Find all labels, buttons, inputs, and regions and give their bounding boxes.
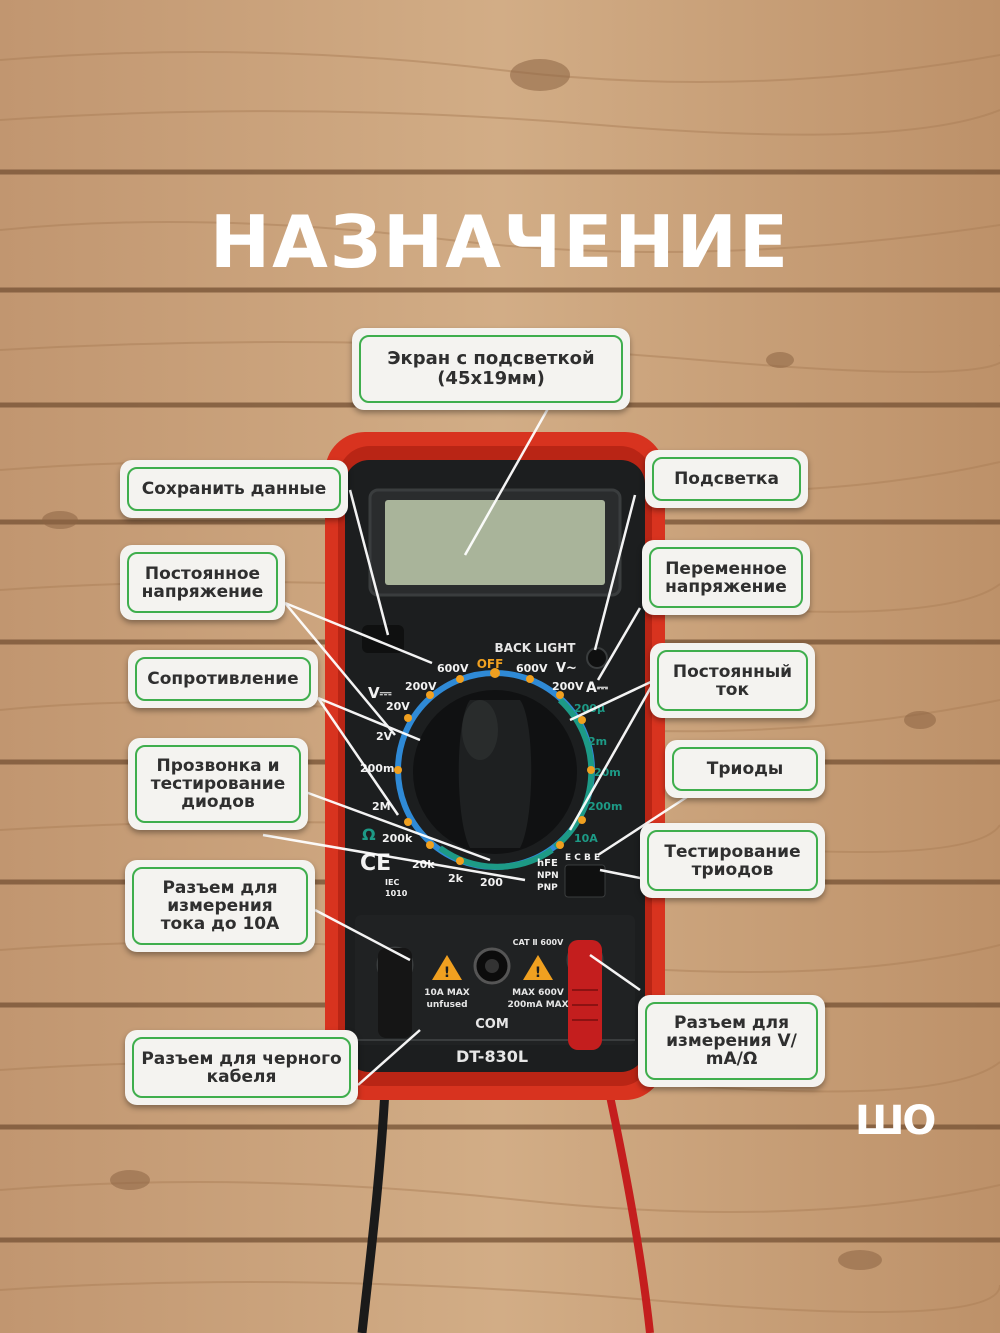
left-port-text-2: unfused bbox=[426, 1000, 467, 1010]
dial-left-2m: 2M bbox=[372, 800, 391, 813]
mode-v-ac: V~ bbox=[556, 661, 577, 676]
black-lead-cable bbox=[357, 1089, 390, 1333]
dial-left-200k: 200k bbox=[382, 832, 413, 845]
dial-left-200v: 200V bbox=[405, 680, 437, 693]
label-backlight: Подсветка bbox=[645, 450, 808, 508]
dial-right-200v: 200V bbox=[552, 680, 584, 693]
label-dc-current: Постоянный ток bbox=[650, 643, 815, 718]
right-port-text-1: MAX 600V bbox=[512, 988, 564, 998]
svg-text:1010: 1010 bbox=[385, 889, 408, 898]
label-triode-test: Тестирование триодов bbox=[640, 823, 825, 898]
backlight-text: BACK LIGHT bbox=[495, 641, 577, 655]
dial-right-200m: 200m bbox=[588, 800, 622, 813]
ebce-text: E C B E bbox=[565, 853, 600, 863]
iec-text: IEC bbox=[385, 878, 399, 887]
left-port-text-1: 10A MAX bbox=[424, 988, 470, 998]
dial-left-2v: 2V bbox=[376, 730, 393, 743]
cat-text: CAT Ⅱ 600V bbox=[513, 938, 564, 947]
label-socket-black: Разъем для черного кабеля bbox=[125, 1030, 358, 1105]
dial-right-10a: 10A bbox=[574, 832, 598, 845]
svg-text:!: ! bbox=[444, 965, 450, 981]
brand-logo: ШО bbox=[855, 1098, 936, 1144]
label-resistance: Сопротивление bbox=[128, 650, 318, 708]
pnp-text: PNP bbox=[537, 883, 558, 893]
npn-text: NPN bbox=[537, 871, 559, 881]
mode-ohm: Ω bbox=[362, 825, 376, 844]
label-triodes: Триоды bbox=[665, 740, 825, 798]
transistor-socket bbox=[564, 864, 606, 898]
mode-a: A⎓ bbox=[586, 680, 609, 696]
dial-left-200: 200 bbox=[480, 876, 503, 889]
dial-off: OFF bbox=[477, 657, 504, 671]
black-plug bbox=[378, 948, 412, 1038]
label-dc-voltage: Постоянное напряжение bbox=[120, 545, 285, 620]
label-ac-voltage: Переменное напряжение bbox=[642, 540, 810, 615]
label-screen: Экран с подсветкой (45х19мм) bbox=[352, 328, 630, 410]
dial-left-2k: 2k bbox=[448, 872, 464, 885]
model-text: DT-830L bbox=[456, 1047, 528, 1066]
dial-left-20v: 20V bbox=[386, 700, 410, 713]
dial-right-2m: 2m bbox=[588, 735, 607, 748]
com-text: COM bbox=[475, 1017, 509, 1032]
dial-right-200u: 200μ bbox=[574, 702, 605, 715]
mode-v-dc: V⎓ bbox=[368, 684, 392, 702]
lcd-screen bbox=[385, 500, 605, 585]
label-continuity: Прозвонка и тестирование диодов bbox=[128, 738, 308, 830]
dial-right-600v: 600V bbox=[516, 662, 548, 675]
dial-left-600v: 600V bbox=[437, 662, 469, 675]
backlight-button bbox=[586, 647, 608, 669]
right-port-text-2: 200mA MAX bbox=[507, 1000, 568, 1010]
label-socket-10a: Разъем для измерения тока до 10А bbox=[125, 860, 315, 952]
label-socket-vma: Разъем для измерения V/ mA/Ω bbox=[638, 995, 825, 1087]
label-save-data: Сохранить данные bbox=[120, 460, 348, 518]
red-plug bbox=[568, 940, 602, 1050]
hfe-text: hFE bbox=[537, 858, 558, 869]
svg-text:!: ! bbox=[535, 965, 541, 981]
page-title: НАЗНАЧЕНИЕ bbox=[209, 200, 791, 284]
